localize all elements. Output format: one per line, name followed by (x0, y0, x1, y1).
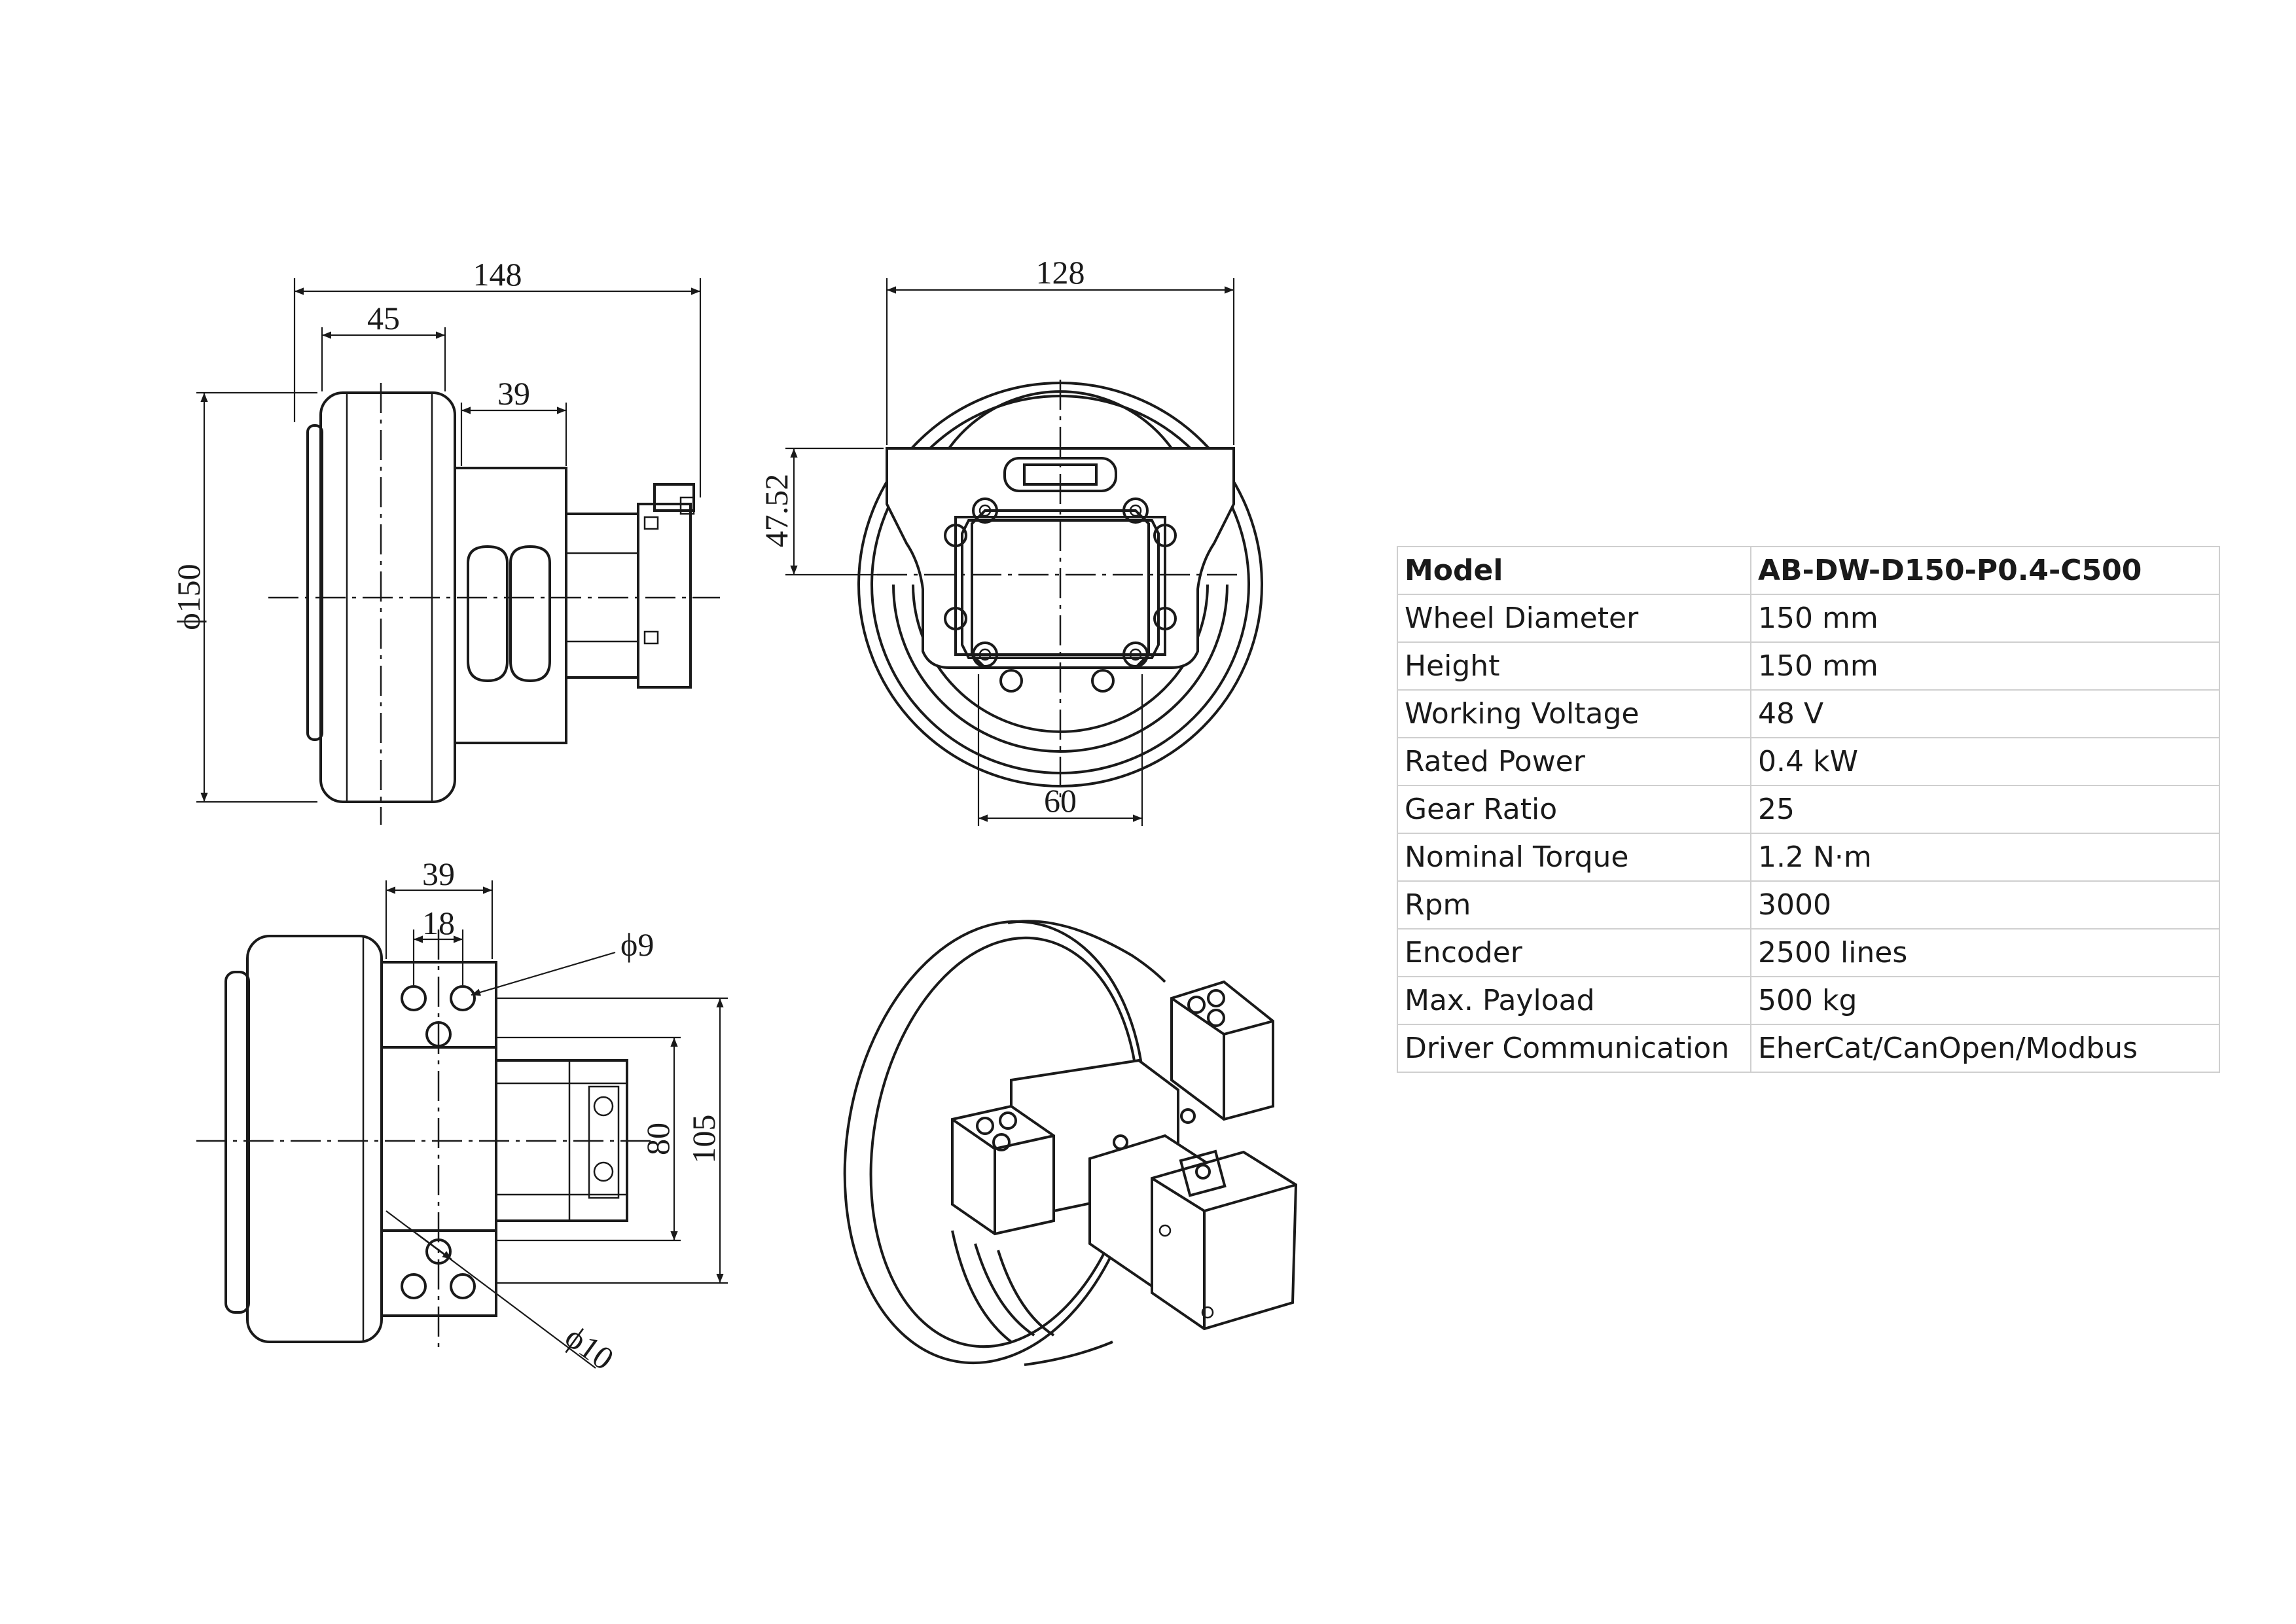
spec-table: Model AB-DW-D150-P0.4-C500 Wheel Diamete… (1397, 546, 2220, 1073)
dim-front-bottom: 60 (1044, 782, 1077, 819)
isometric-view (843, 920, 1298, 1366)
dim-front-height: 47.52 (758, 474, 795, 548)
spec-header-label: Model (1397, 546, 1751, 595)
spec-label: Nominal Torque (1397, 833, 1751, 882)
spec-header-row: Model AB-DW-D150-P0.4-C500 (1397, 546, 2220, 595)
spec-value: 3000 (1750, 880, 2220, 929)
dim-side-diameter: ϕ150 (170, 564, 207, 630)
spec-value: 1.2 N·m (1750, 833, 2220, 882)
spec-row: Encoder 2500 lines (1397, 928, 2220, 977)
spec-row: Max. Payload 500 kg (1397, 976, 2220, 1025)
top-view: 39 18 ϕ9 80 105 ϕ10 (196, 856, 728, 1377)
dim-front-width: 128 (1036, 254, 1085, 291)
dim-side-width: 148 (473, 256, 522, 293)
spec-value: 0.4 kW (1750, 737, 2220, 786)
spec-label: Height (1397, 641, 1751, 691)
spec-label: Wheel Diameter (1397, 594, 1751, 643)
spec-label: Working Voltage (1397, 689, 1751, 738)
spec-value: 150 mm (1750, 594, 2220, 643)
spec-value: EherCat/CanOpen/Modbus (1750, 1024, 2220, 1073)
spec-row: Height 150 mm (1397, 641, 2220, 691)
dim-top-hole-spacing: 18 (422, 905, 455, 941)
spec-label: Driver Communication (1397, 1024, 1751, 1073)
spec-value: 2500 lines (1750, 928, 2220, 977)
dim-top-height-inner: 80 (639, 1123, 676, 1155)
spec-value: 25 (1750, 785, 2220, 834)
spec-value: 48 V (1750, 689, 2220, 738)
dim-top-height-outer: 105 (685, 1115, 722, 1164)
spec-row: Nominal Torque 1.2 N·m (1397, 833, 2220, 882)
spec-label: Rated Power (1397, 737, 1751, 786)
spec-value: 150 mm (1750, 641, 2220, 691)
spec-row: Rpm 3000 (1397, 880, 2220, 929)
dim-side-wheel-width: 45 (367, 300, 400, 336)
dim-top-block-width: 39 (422, 856, 455, 892)
spec-label: Encoder (1397, 928, 1751, 977)
spec-row: Wheel Diameter 150 mm (1397, 594, 2220, 643)
spec-label: Rpm (1397, 880, 1751, 929)
spec-label: Gear Ratio (1397, 785, 1751, 834)
dim-top-hole-large: ϕ10 (559, 1318, 621, 1377)
front-view: 128 47.52 60 (758, 254, 1263, 826)
dim-side-motor-width: 39 (497, 375, 530, 412)
dim-top-hole-small: ϕ9 (620, 926, 654, 963)
spec-row: Driver Communication EherCat/CanOpen/Mod… (1397, 1024, 2220, 1073)
spec-row: Working Voltage 48 V (1397, 689, 2220, 738)
spec-label: Max. Payload (1397, 976, 1751, 1025)
spec-row: Rated Power 0.4 kW (1397, 737, 2220, 786)
spec-row: Gear Ratio 25 (1397, 785, 2220, 834)
side-view: 148 45 39 ϕ150 (170, 256, 720, 825)
spec-value: 500 kg (1750, 976, 2220, 1025)
spec-header-value: AB-DW-D150-P0.4-C500 (1750, 546, 2220, 595)
